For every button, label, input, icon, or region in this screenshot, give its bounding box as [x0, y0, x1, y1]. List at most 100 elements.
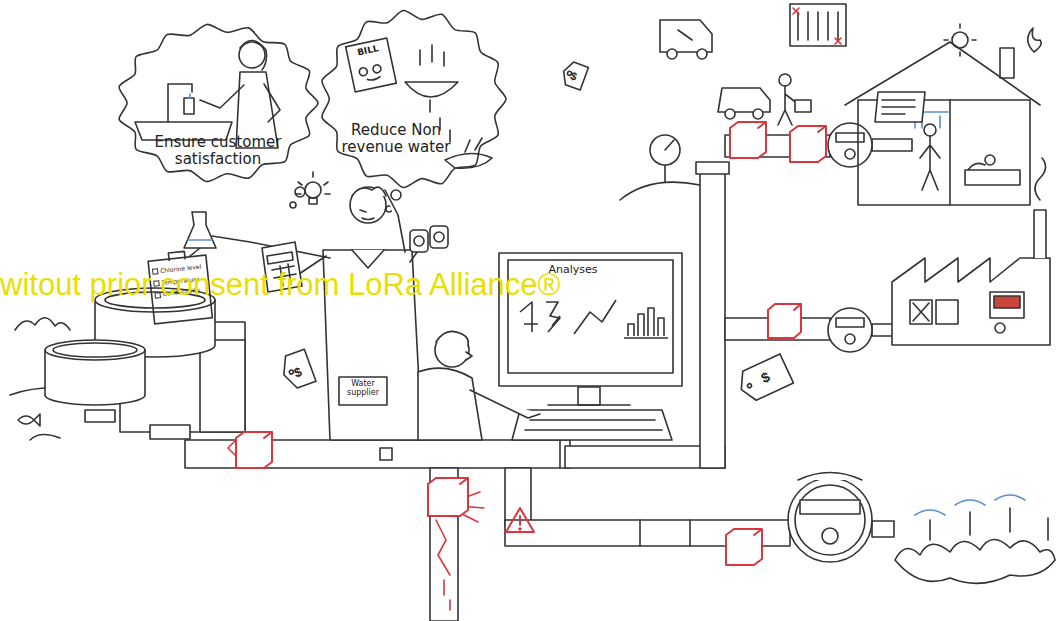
null-part: [15, 318, 70, 330]
null-part: [836, 133, 864, 142]
water-meter: [788, 123, 872, 562]
null-part: [85, 410, 115, 422]
bill-node: BILL: [343, 36, 398, 94]
node-label: BILL: [345, 42, 392, 61]
null-part: [689, 520, 691, 546]
null-part: [798, 473, 862, 481]
tag-node: $: [733, 353, 794, 406]
warning-sign: [506, 508, 534, 532]
null-part: [428, 478, 468, 516]
price-tag: [278, 349, 316, 391]
thought-bubble: [119, 24, 318, 181]
null-part: [930, 508, 1048, 540]
pressure-gauge: [620, 135, 700, 200]
null-part: [18, 414, 40, 426]
null-part: [559, 440, 561, 468]
notice-sheet: [875, 92, 925, 122]
water-tank: [45, 288, 215, 422]
sink-scene: [135, 40, 280, 148]
null-part: [352, 187, 386, 196]
watermark: witout prior consent from LoRa Alliance®: [0, 267, 560, 303]
null-part: [264, 84, 280, 122]
null-part: [410, 230, 428, 252]
node-label: Ensure customer satisfaction: [133, 134, 303, 167]
chart-doodle: [520, 302, 560, 332]
null-part: [924, 124, 936, 136]
null-part: [505, 468, 531, 526]
null-part: [188, 239, 212, 241]
null-part: [405, 82, 458, 97]
line-chart: [574, 300, 616, 334]
null-part: [419, 50, 421, 65]
null-part: [430, 226, 448, 248]
null-part: [290, 202, 296, 208]
lightbulb: [296, 172, 330, 204]
null-part: [53, 343, 137, 357]
tag-node: $: [277, 348, 318, 392]
null-part: [506, 508, 534, 532]
null-part: [639, 520, 641, 546]
null-part: [443, 52, 445, 66]
node-label: $: [282, 361, 315, 385]
null-part: [519, 516, 521, 525]
null-part: [697, 49, 707, 59]
null-part: [444, 580, 450, 610]
null-part: [200, 85, 244, 108]
sensor-box: [236, 122, 826, 565]
cloud-node: Reduce Non revenue water BILL: [318, 8, 508, 190]
null-part: [239, 42, 265, 68]
null-part: [352, 250, 384, 268]
null-part: [990, 292, 1024, 318]
null-part: [30, 434, 60, 440]
null-part: [800, 500, 860, 514]
null-part: [726, 529, 762, 565]
null-part: [620, 182, 700, 200]
null-part: [189, 94, 191, 98]
calendar: [790, 4, 846, 46]
null-part: [519, 528, 521, 530]
bar-chart: [624, 308, 668, 338]
cloud-outline: [318, 8, 508, 190]
null-part: [660, 20, 712, 52]
null-part: [240, 40, 267, 70]
null-part: [429, 100, 431, 112]
null-part: [295, 187, 305, 197]
badge-node: Water supplier: [338, 376, 388, 406]
null-part: [236, 432, 272, 468]
null-part: [936, 300, 958, 324]
null-part: [1035, 158, 1046, 200]
paper-clip: [168, 251, 185, 261]
null-part: [434, 232, 444, 242]
null-part: [1000, 48, 1014, 78]
node-label: Reduce Non revenue water: [336, 122, 456, 155]
null-part: [350, 187, 386, 223]
null-part: [190, 248, 200, 256]
null-part: [892, 258, 1050, 345]
null-part: [985, 155, 995, 165]
null-part: [793, 8, 841, 44]
null-part: [915, 495, 1025, 515]
null-part: [184, 98, 194, 114]
pipe: [150, 135, 912, 621]
null-part: [845, 42, 1040, 105]
null-part: [995, 323, 1005, 333]
cloud-node: Ensure customer satisfaction: [115, 22, 320, 184]
node-text-group: $: [560, 66, 587, 86]
garden-sprinkler: [895, 495, 1055, 583]
price-tag: [735, 354, 794, 404]
null-part: [959, 52, 961, 56]
null-part: [1028, 28, 1041, 52]
null-part: [790, 126, 826, 162]
null-part: [753, 109, 763, 119]
null-part: [788, 478, 872, 562]
bill-face: [359, 64, 383, 82]
null-part: [845, 149, 855, 159]
null-part: [836, 318, 864, 327]
null-part: [828, 123, 872, 167]
null-part: [768, 304, 801, 338]
node-text-group: Water supplier: [340, 380, 386, 398]
node-label: $: [741, 361, 791, 395]
null-part: [391, 190, 401, 200]
null-part: [324, 182, 328, 185]
service-van: [660, 20, 811, 125]
